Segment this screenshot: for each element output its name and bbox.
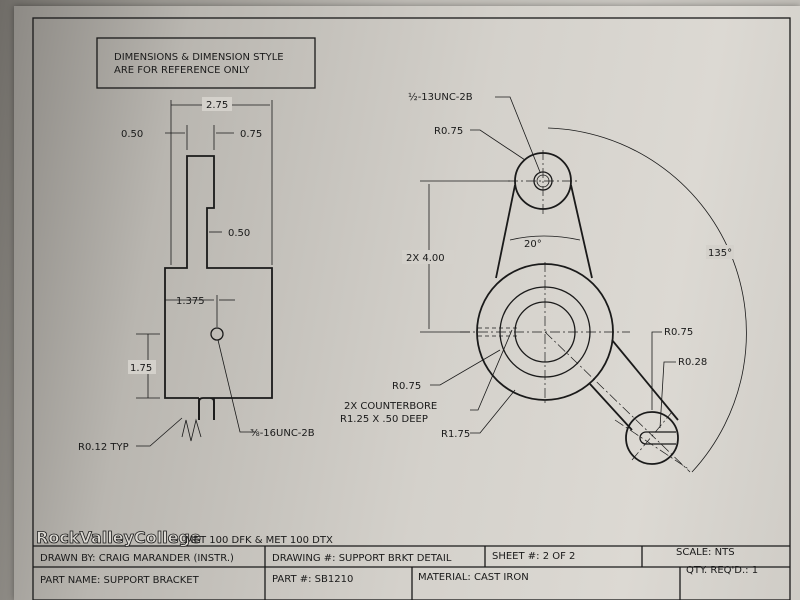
scale-label: SCALE: NTS [676,547,735,558]
slot [639,431,676,445]
taper-angle-label: 20° [524,239,542,250]
leader-fillet [136,417,183,447]
material-label: MATERIAL: CAST IRON [418,572,529,583]
note-line-1: DIMENSIONS & DIMENSION STYLE [114,52,284,63]
drawing-sheet [14,6,800,600]
note-box [96,37,316,89]
leader-counterbore-radius [430,349,501,386]
drawn-by: DRAWN BY: CRAIG MARANDER (INSTR.) [40,553,234,564]
top-thread-label: ½-13UNC-2B [408,91,473,103]
hub-radius-label: R1.75 [441,429,470,440]
arm-bottom [589,383,633,431]
dim-hole-y: 1.75 [130,363,152,374]
leader-slot-outer [651,331,662,410]
course-label: MET 100 DFK & MET 100 DTX [185,535,333,546]
spacing-label: 2X 4.00 [406,253,445,264]
leader-boss-radius [470,129,526,161]
web-left [495,184,516,279]
title-block: RockValleyCollege MET 100 DFK & MET 100 … [33,528,790,600]
reference-note: DIMENSIONS & DIMENSION STYLE ARE FOR REF… [96,37,316,89]
front-view-outline [164,155,273,420]
center-line-slot-2 [631,411,673,461]
drawing-number: DRAWING #: SUPPORT BRKT DETAIL [272,553,452,564]
fillet-label: R0.12 TYP [78,442,129,453]
web-right [570,184,593,279]
angle-arc-135 [547,127,747,473]
note-line-2: ARE FOR REFERENCE ONLY [114,65,250,76]
arm-top [611,339,679,421]
dim-overall: 2.75 [206,100,228,111]
leader-top-thread [495,96,541,173]
counterbore-line-1: 2X COUNTERBORE [344,401,437,412]
break-line [181,418,202,442]
angle-arc-20 [509,235,581,241]
part-number: PART #: SB1210 [272,574,353,585]
top-view: 2X 4.00 20° 135° ½-13UNC-2B R0.75 R0.75 … [340,91,747,473]
leader-hub-radius [470,389,516,434]
front-view: 2.75 0.50 0.75 0.50 1.375 1.75 R0.12 TYP… [78,97,315,453]
slot-outer-label: R0.75 [664,327,693,338]
center-line-arm [544,331,691,473]
dim-text-bg-4 [706,245,734,259]
counterbore-line-2: R1.25 X .50 DEEP [340,414,428,425]
dim-text-bg-2 [128,360,156,374]
part-name: PART NAME: SUPPORT BRACKET [40,575,200,586]
school-logo: RockValleyCollege [36,528,201,547]
sheet-number: SHEET #: 2 OF 2 [492,551,575,562]
counterbore-radius-label: R0.75 [392,381,421,392]
qty-label: QTY. REQ'D.: 1 [686,565,758,576]
center-line-slot-1 [614,419,691,471]
drawing-border [32,17,791,600]
boss-radius-label: R0.75 [434,126,463,137]
slot-inner-label: R0.28 [678,357,707,368]
front-thread-label: ⅜-16UNC-2B [250,428,315,439]
leader-counterbore [470,329,513,411]
dim-hole-x: 1.375 [176,296,205,307]
arm-angle-label: 135° [708,248,732,259]
leader-slot-inner [659,361,676,429]
leader-thread [217,339,256,433]
slot-end-boss [625,411,679,465]
dim-left: 0.50 [121,129,143,140]
dim-text-bg-3 [402,250,454,264]
dim-text-bg [202,97,232,111]
front-hole [210,327,224,341]
dim-step: 0.50 [228,228,250,239]
dim-right: 0.75 [240,129,262,140]
